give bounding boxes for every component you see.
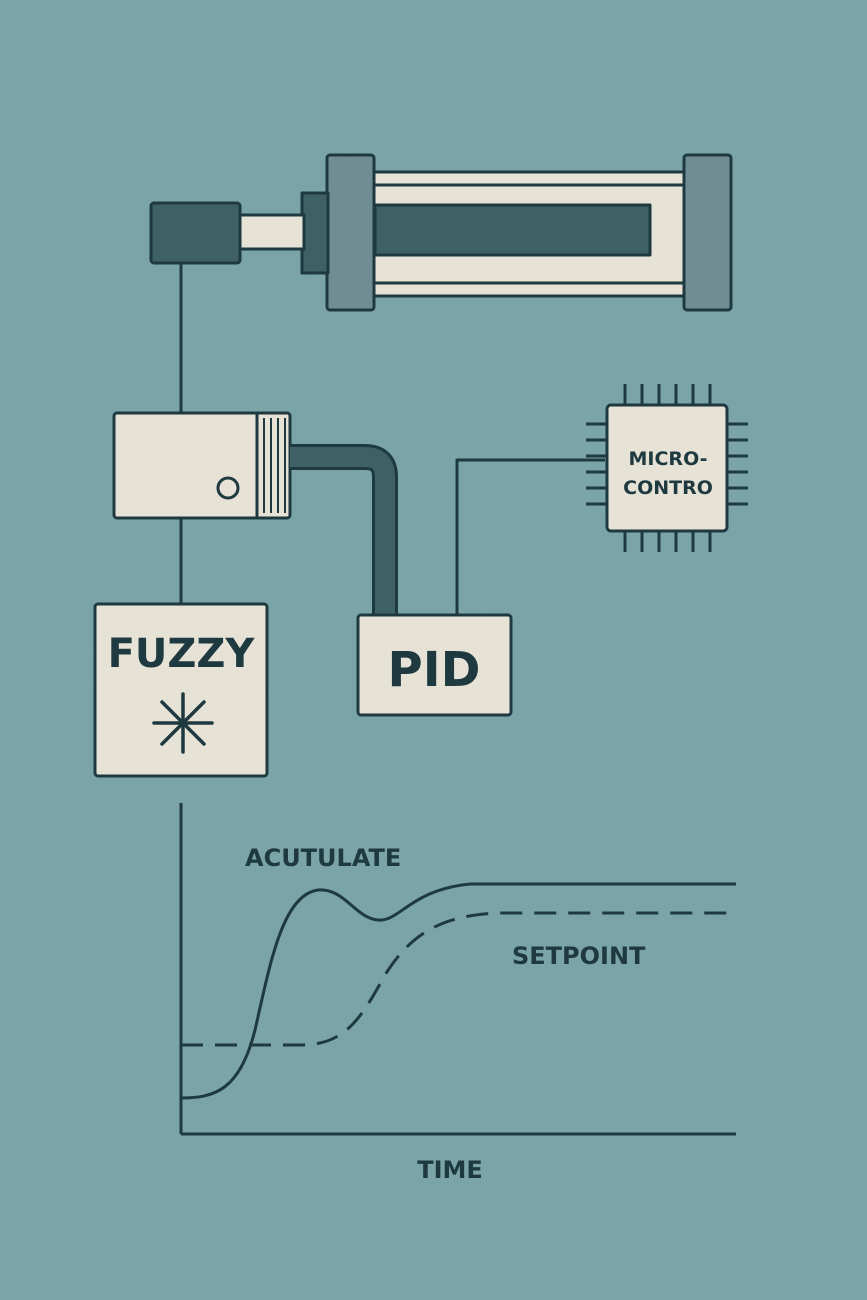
cylinder-left-cap [325, 153, 376, 312]
micro-label-line1: MICRO- [629, 448, 708, 470]
rod-end-block [149, 201, 242, 265]
valve-icon [112, 411, 292, 520]
cylinder-right-cap [682, 153, 733, 312]
actuator-curve-label: ACUTULATE [245, 844, 401, 872]
signal-wire-pid-micro [455, 458, 605, 615]
time-axis-label: TIME [417, 1156, 483, 1184]
microcontroller-chip-icon [586, 384, 748, 552]
valve-indicator [216, 476, 240, 500]
fuzzy-asterisk-icon [152, 692, 214, 754]
fuzzy-label: FUZZY [108, 631, 256, 677]
hose-valve-pid [290, 447, 395, 618]
pid-label: PID [388, 642, 481, 698]
setpoint-curve-label: SETPOINT [512, 942, 646, 970]
piston-rod [236, 213, 306, 251]
actuator-curve [180, 882, 736, 1100]
response-graph [179, 803, 736, 1136]
pneumatic-cylinder-icon [149, 153, 733, 312]
micro-label-line2: CONTRO [623, 477, 713, 499]
pid-box [356, 613, 513, 717]
fuzzy-box [93, 602, 269, 778]
setpoint-curve [181, 911, 736, 1047]
cylinder-piston-bar [373, 203, 652, 257]
cylinder-gland [300, 191, 330, 275]
